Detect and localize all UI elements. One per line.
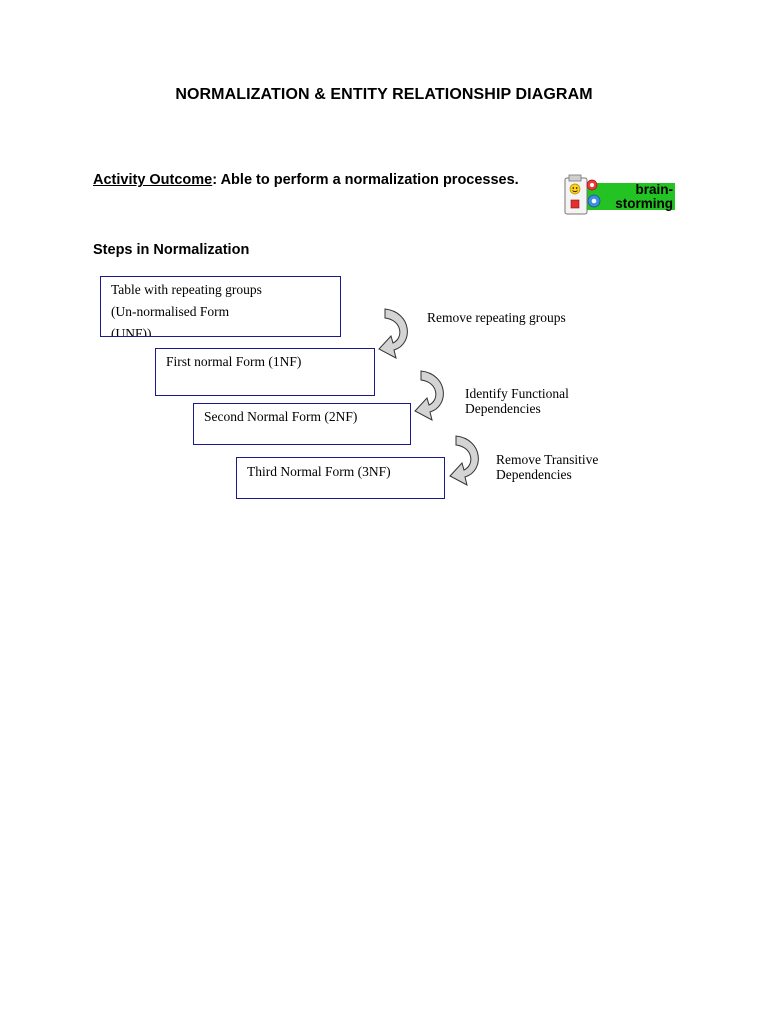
2nf-box: Second Normal Form (2NF) [193,403,411,445]
unf-box: Table with repeating groups (Un-normalis… [100,276,341,337]
brainstorming-line1: brain- [635,182,673,197]
activity-outcome-label: Activity Outcome [93,172,213,188]
page-title: NORMALIZATION & ENTITY RELATIONSHIP DIAG… [175,86,593,103]
transition-note-line: Dependencies [496,467,572,482]
1nf-box: First normal Form (1NF) [155,348,375,396]
transition-note: Remove repeating groups [427,310,566,325]
steps-heading: Steps in Normalization [93,242,250,258]
transition-note-line: Remove repeating groups [427,310,566,325]
activity-outcome: Activity Outcome: Able to perform a norm… [93,172,519,188]
unf-box-line-2: (Un-normalised Form [111,304,230,319]
unf-box-line-1: Table with repeating groups [111,282,262,297]
activity-outcome-separator: : [212,172,218,188]
unf-box-line-3: (UNF)) [111,326,152,337]
brainstorming-badge: brain- storming [561,174,675,218]
transition-note-line: Dependencies [465,401,541,416]
3nf-box-line: Third Normal Form (3NF) [247,464,391,479]
transition-note-line: Remove Transitive [496,452,599,467]
transition-note: Remove Transitive Dependencies [496,452,598,482]
brainstorming-badge-text: brain- storming [615,183,673,210]
transition-note-line: Identify Functional [465,386,569,401]
transition-note: Identify Functional Dependencies [465,386,569,416]
activity-outcome-text: Able to perform a normalization processe… [217,172,519,188]
curved-arrow-icon [378,308,408,359]
curved-arrow-icon [414,370,444,421]
brainstorming-icon [564,174,601,215]
curved-arrow-icon [449,435,479,486]
brainstorming-line2: storming [615,195,673,211]
2nf-box-line: Second Normal Form (2NF) [204,409,358,424]
3nf-box: Third Normal Form (3NF) [236,457,445,499]
1nf-box-line: First normal Form (1NF) [166,354,302,369]
